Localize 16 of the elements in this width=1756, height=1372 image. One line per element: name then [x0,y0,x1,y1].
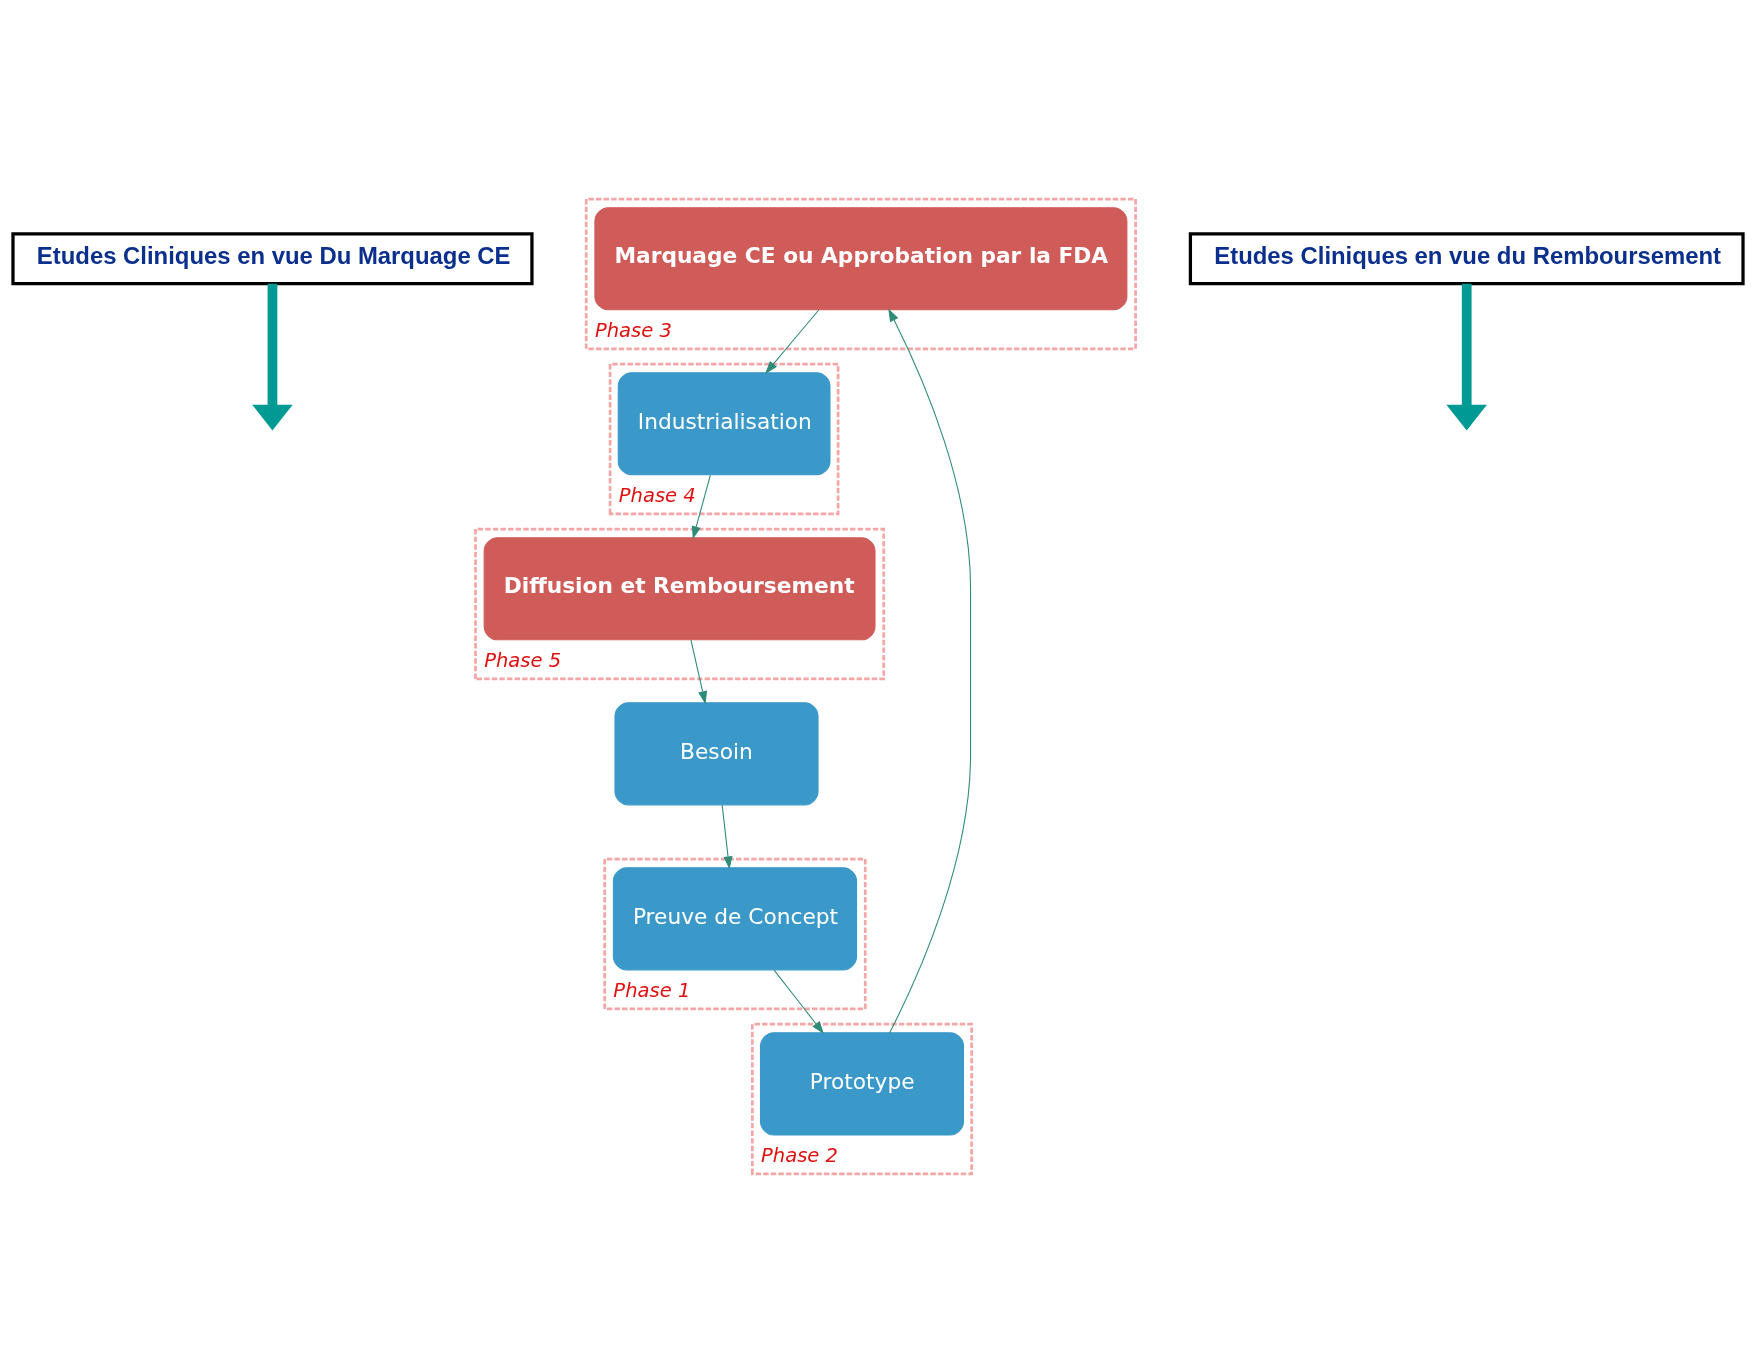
node-box: Marquage CE ou Approbation par la FDA [594,206,1128,310]
node-box: Etudes Cliniques en vue du Remboursement [1188,231,1745,285]
node-box: Prototype [759,1031,965,1135]
node-box: Besoin [614,701,819,805]
node-box: Etudes Cliniques en vue Du Marquage CE [11,231,534,285]
arrow [1446,283,1488,430]
arrow [690,639,708,704]
arrow [721,804,733,869]
arrow [765,308,820,374]
arrow [691,474,711,539]
node-box: Diffusion et Remboursement [483,536,876,640]
arrow [773,969,824,1034]
arrow [888,308,972,1033]
node-box: Industrialisation [617,371,831,475]
node-box: Preuve de Concept [612,866,858,970]
arrow [252,283,293,430]
